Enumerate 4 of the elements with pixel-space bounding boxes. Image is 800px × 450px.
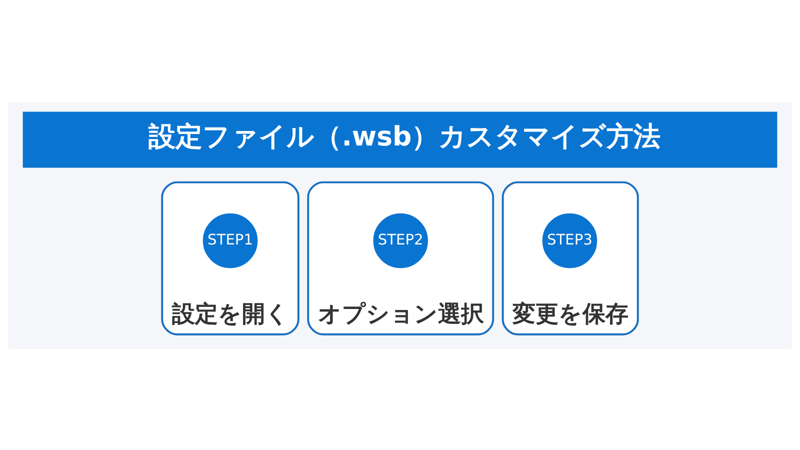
node-circle: STEP1	[202, 212, 258, 268]
diagram-title: 設定ファイル（.wsb）カスタマイズ方法	[148, 120, 661, 152]
node-circle: STEP3	[542, 212, 598, 268]
node-circle: STEP2	[373, 212, 428, 268]
